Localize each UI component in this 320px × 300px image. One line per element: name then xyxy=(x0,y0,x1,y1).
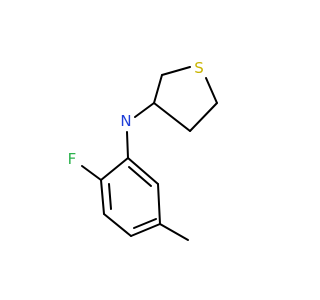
bond-c2ar-c3ar xyxy=(100,179,105,215)
background xyxy=(0,0,300,300)
bond-c6ar-c1-inner xyxy=(128,166,152,187)
bond-s-c5 xyxy=(205,77,218,104)
bond-c2ar-f xyxy=(81,165,102,181)
bond-c2-s xyxy=(161,66,191,76)
sulfur-atom-label: S xyxy=(194,59,204,77)
bond-c3-c2 xyxy=(153,74,163,104)
molecule-structure: S N F xyxy=(0,0,300,300)
bond-n-c1 xyxy=(126,131,129,159)
fluorine-atom-label: F xyxy=(68,150,77,168)
bond-c4-c3 xyxy=(153,102,191,132)
bond-c5ar-c6ar xyxy=(157,183,161,225)
bond-c3-n xyxy=(134,102,155,118)
bond-c6ar-c1 xyxy=(127,157,159,185)
bond-c4ar-c5ar-inner xyxy=(133,218,157,229)
bond-c5ar-methyl xyxy=(159,223,189,241)
nitrogen-atom-label: N xyxy=(120,112,131,130)
bond-c3ar-c3ar-inner xyxy=(108,183,112,210)
bond-c5-c4 xyxy=(189,102,218,132)
bond-c4ar-c5ar xyxy=(130,223,161,237)
bond-c1-c2ar xyxy=(100,157,129,181)
bond-c3ar-c4ar xyxy=(103,213,132,237)
